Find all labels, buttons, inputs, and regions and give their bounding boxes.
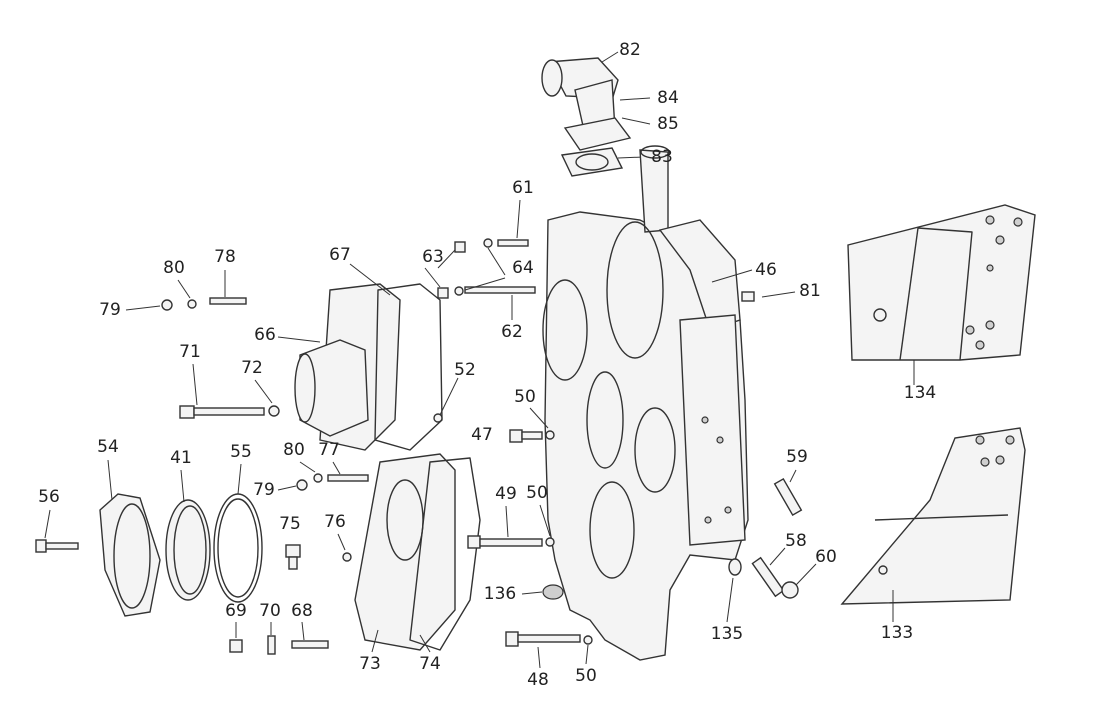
part-bracket-134: [847, 204, 1036, 385]
label-70: 70: [259, 601, 281, 621]
label-55: 55: [230, 442, 252, 462]
label-50: 50: [514, 387, 536, 407]
label-85: 85: [657, 114, 679, 134]
label-61: 61: [512, 178, 534, 198]
label-52: 52: [454, 360, 476, 380]
label-71: 71: [179, 342, 201, 362]
part-labels: 82 84 85 83 61 63 64 67 80 78 79 62 46 8…: [38, 40, 936, 690]
label-73: 73: [359, 654, 381, 674]
label-80: 80: [163, 258, 185, 278]
label-54: 54: [97, 437, 119, 457]
label-49: 49: [495, 484, 517, 504]
label-136: 136: [484, 584, 516, 604]
label-48: 48: [527, 670, 549, 690]
label-62: 62: [501, 322, 523, 342]
label-133: 133: [881, 623, 913, 643]
label-60: 60: [815, 547, 837, 567]
label-77: 77: [318, 440, 340, 460]
label-47: 47: [471, 425, 493, 445]
label-46: 46: [755, 260, 777, 280]
label-135: 135: [711, 624, 743, 644]
part-elbow-pipe: [541, 51, 651, 177]
label-58: 58: [785, 531, 807, 551]
label-69: 69: [225, 601, 247, 621]
part-cover-66: [277, 263, 459, 451]
part-cover-73: [354, 453, 481, 653]
part-gasket-55: [213, 463, 263, 603]
label-78: 78: [214, 247, 236, 267]
part-cover-54: [99, 459, 161, 617]
label-79: 79: [253, 480, 275, 500]
label-76: 76: [324, 512, 346, 532]
label-80: 80: [283, 440, 305, 460]
part-main-housing: [542, 145, 753, 661]
label-41: 41: [170, 448, 192, 468]
label-72: 72: [241, 358, 263, 378]
label-75: 75: [279, 514, 301, 534]
part-seal-41: [165, 469, 211, 601]
label-84: 84: [657, 88, 679, 108]
label-83: 83: [651, 147, 673, 167]
label-56: 56: [38, 487, 60, 507]
label-81: 81: [799, 281, 821, 301]
label-64: 64: [512, 258, 534, 278]
label-50: 50: [575, 666, 597, 686]
label-66: 66: [254, 325, 276, 345]
label-82: 82: [619, 40, 641, 60]
label-63: 63: [422, 247, 444, 267]
fasteners: [35, 199, 817, 669]
label-68: 68: [291, 601, 313, 621]
label-79: 79: [99, 300, 121, 320]
label-50: 50: [526, 483, 548, 503]
label-67: 67: [329, 245, 351, 265]
label-74: 74: [419, 654, 441, 674]
label-59: 59: [786, 447, 808, 467]
label-134: 134: [904, 383, 936, 403]
part-bracket-133: [840, 427, 1026, 622]
